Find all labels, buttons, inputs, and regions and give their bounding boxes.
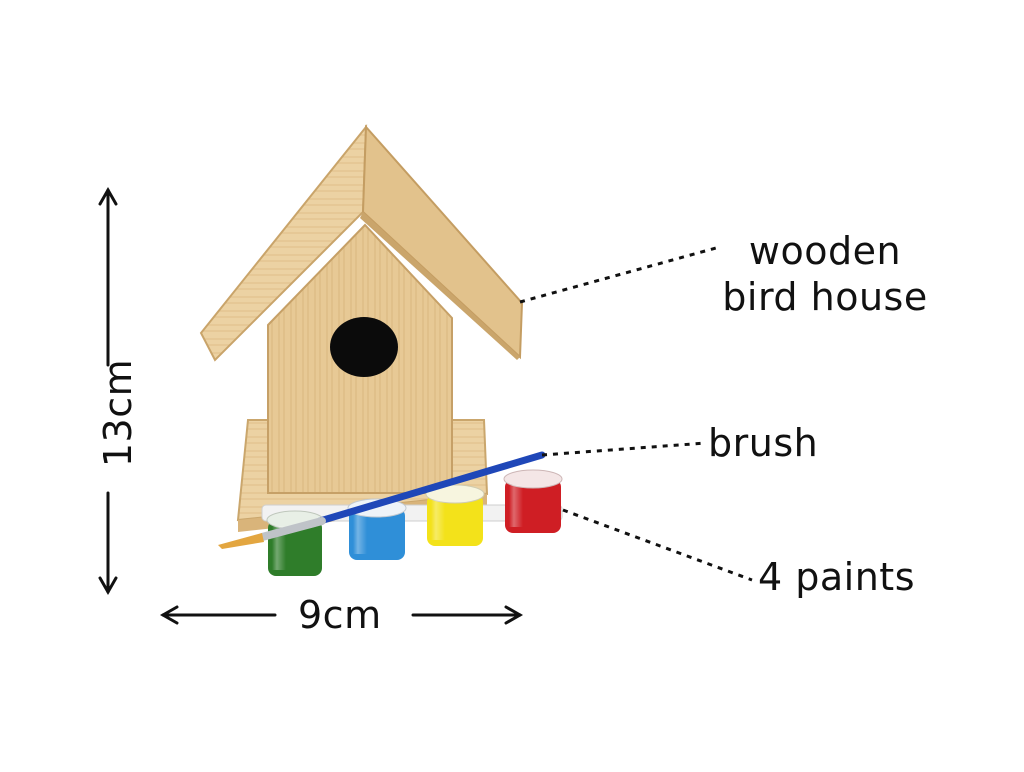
width-dimension-label: 9cm	[298, 593, 382, 637]
red-paint-pot	[503, 469, 563, 533]
callout-line-brush	[541, 441, 707, 457]
blue-paint-pot	[347, 498, 407, 560]
yellow-paint-pot	[425, 484, 485, 546]
bird-house-body	[267, 223, 453, 494]
width-dimension-arrow	[159, 605, 524, 625]
brush-label: brush	[708, 421, 819, 465]
entrance-hole	[330, 317, 398, 377]
callout-lines	[519, 246, 753, 582]
callout-line-paints	[562, 508, 753, 582]
paint-brush	[218, 451, 546, 549]
paints-label: 4 paints	[758, 555, 916, 599]
bird-house-roof	[199, 124, 524, 362]
height-dimension-label: 13cm	[96, 358, 141, 468]
height-dimension-arrow	[98, 186, 118, 596]
callout-line-bird-house	[519, 246, 717, 304]
